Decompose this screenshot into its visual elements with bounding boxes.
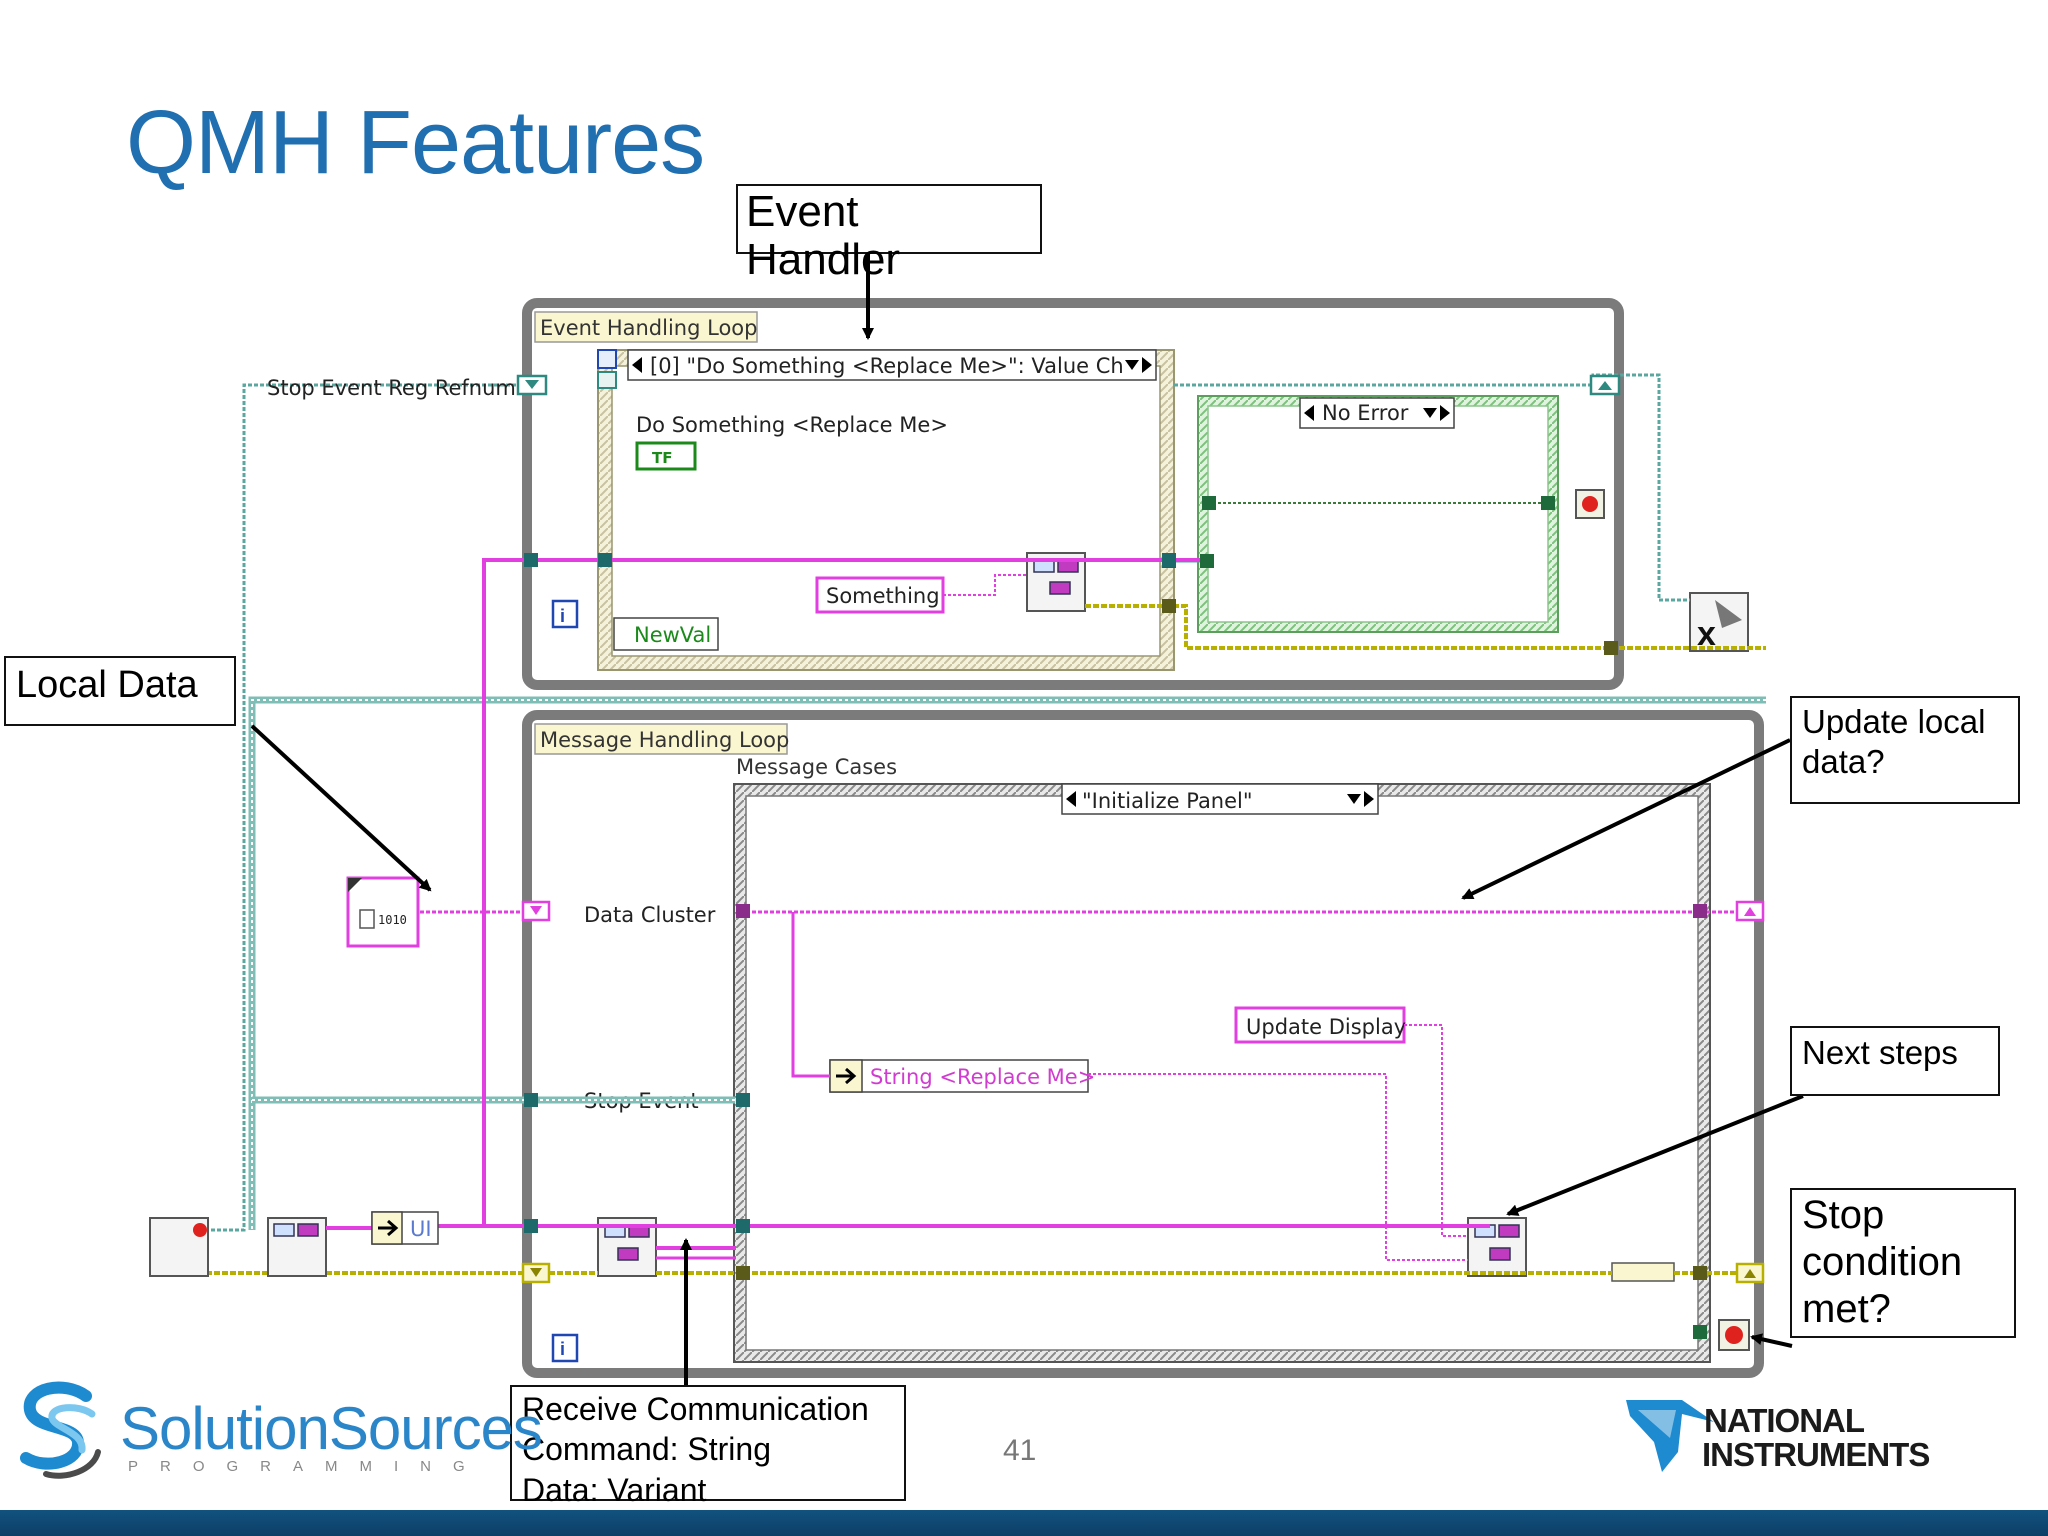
next-steps-callout: Next steps: [1790, 1026, 2000, 1096]
ui-label: UI: [410, 1217, 432, 1241]
event-reg-terminal-icon: [597, 371, 617, 389]
event-case-selector-text: [0] "Do Something <Replace Me>": Value C…: [650, 354, 1124, 378]
message-iteration-label: i: [560, 1339, 565, 1359]
stop-condition-callout: Stop condition met?: [1790, 1188, 2016, 1338]
message-loop-label: Message Handling Loop: [540, 728, 789, 752]
data-cluster-constant[interactable]: [346, 876, 420, 948]
no-error-label: No Error: [1322, 401, 1409, 425]
release-queue-node[interactable]: [1689, 592, 1749, 652]
event-handler-callout: Event Handler: [736, 184, 1042, 283]
page-number: 41: [1003, 1434, 1037, 1467]
svg-text:1010: 1010: [378, 913, 407, 927]
receive-communication-callout: Receive Communication Command: String Da…: [510, 1385, 906, 1508]
initialize-panel-label: "Initialize Panel": [1082, 789, 1253, 813]
event-case-selector[interactable]: [627, 349, 1157, 381]
solution-sources-logo: SolutionSources PROGRAMMING: [16, 1380, 543, 1490]
callout-arrows: [250, 252, 1804, 1386]
boolean-indicator[interactable]: [635, 441, 697, 471]
slide-title: QMH Features: [126, 93, 705, 193]
message-cases-label: Message Cases: [736, 755, 897, 779]
message-case-selector[interactable]: [1061, 783, 1379, 815]
ni-line1: NATIONAL: [1704, 1402, 1865, 1439]
local-data-callout: Local Data: [4, 656, 236, 726]
newval-node[interactable]: [613, 617, 719, 651]
iteration-label: i: [560, 606, 565, 626]
data-cluster-label: Data Cluster: [584, 903, 716, 927]
footer-bar: [0, 1510, 2048, 1536]
solution-sources-swirl-icon: [20, 1381, 101, 1479]
solution-sources-name: SolutionSources: [120, 1395, 543, 1462]
update-display-label: Update Display: [1246, 1015, 1406, 1039]
timeout-icon: [597, 349, 617, 369]
update-local-data-callout: Update local data?: [1790, 696, 2020, 804]
svg-text:x: x: [1697, 615, 1716, 653]
string-replace-label: String <Replace Me>: [870, 1065, 1095, 1089]
iteration-terminal-icon: [551, 599, 579, 629]
event-handling-loop: Event Handling Loop [0] "Do Something <R…: [522, 298, 1749, 690]
message-iteration-terminal-icon: [551, 1333, 579, 1363]
stop-event-reg-label: Stop Event Reg Refnum: [267, 376, 516, 400]
solution-sources-sub: PROGRAMMING: [128, 1458, 487, 1475]
ni-line2: INSTRUMENTS: [1702, 1436, 1930, 1473]
event-loop-label: Event Handling Loop: [540, 316, 757, 340]
ni-eagle-icon: [1626, 1400, 1714, 1472]
tf-label: TF: [652, 449, 672, 467]
national-instruments-logo: NATIONAL INSTRUMENTS: [1622, 1392, 1962, 1492]
wires: Stop Event Reg Refnum: [149, 373, 1766, 1280]
do-something-label: Do Something <Replace Me>: [636, 413, 948, 437]
newval-label: NewVal: [634, 623, 711, 647]
something-label: Something: [826, 584, 940, 608]
error-convert-node: [1611, 1262, 1675, 1282]
